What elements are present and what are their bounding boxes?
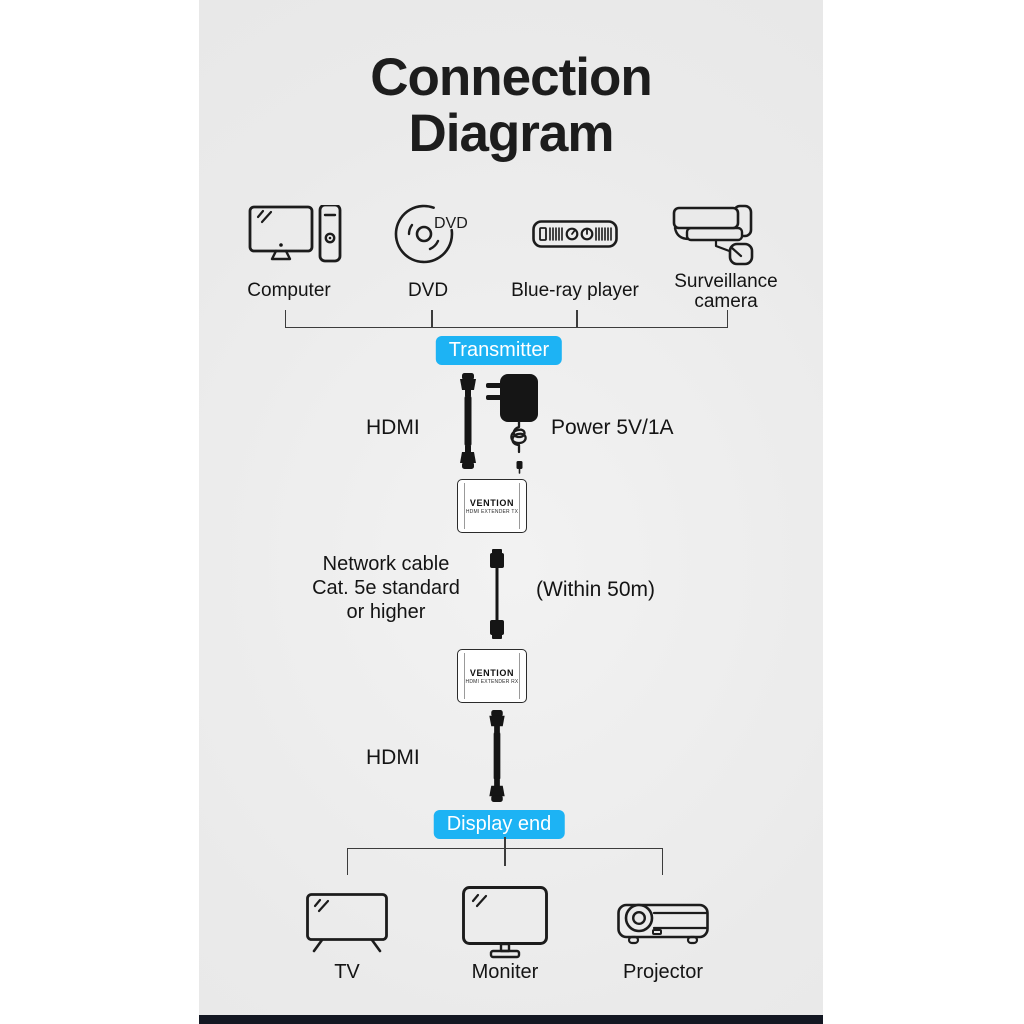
rx-brand-text: VENTION xyxy=(469,667,515,678)
monitor-label: Moniter xyxy=(471,961,539,983)
surveillance-camera-icon xyxy=(672,204,754,266)
sources-bracket xyxy=(285,310,728,328)
hdmi-cable-icon-bottom xyxy=(489,710,505,802)
network-cable-icon xyxy=(490,549,504,639)
hdmi-cable-icon xyxy=(460,373,476,469)
bluray-label: Blue-ray player xyxy=(511,280,639,301)
tv-icon xyxy=(306,893,388,953)
tx-brand-text: VENTION xyxy=(469,497,515,508)
rx-box-left-flange xyxy=(464,653,465,699)
network-cable-line1: Network cable xyxy=(322,553,450,575)
network-cable-label: Network cable Cat. 5e standard or higher xyxy=(312,552,460,624)
monitor-icon xyxy=(462,886,548,959)
projector-icon xyxy=(617,903,709,945)
tx-extender-box: VENTION HDMI EXTENDER TX xyxy=(457,479,527,533)
display-end-badge: Display end xyxy=(433,810,565,839)
dvd-disc-label: DVD xyxy=(434,215,468,232)
tx-model-text: HDMI EXTENDER TX xyxy=(465,508,519,515)
rx-box-right-flange xyxy=(519,653,520,699)
computer-label: Computer xyxy=(247,280,331,301)
sources-bracket-stub-bluray xyxy=(576,310,578,328)
dvd-icon: DVD xyxy=(394,204,468,264)
bluray-player-icon xyxy=(532,220,618,248)
rx-extender-box: VENTION HDMI EXTENDER RX xyxy=(457,649,527,703)
display-badge-connector xyxy=(504,837,506,848)
projector-label: Projector xyxy=(622,961,704,983)
power-label: Power 5V/1A xyxy=(551,416,674,439)
power-adapter-icon xyxy=(486,374,538,474)
hdmi-bottom-label: HDMI xyxy=(366,746,420,769)
rx-model-text: HDMI EXTENDER RX xyxy=(465,678,519,685)
dvd-label: DVD xyxy=(407,280,449,301)
surveillance-camera-label: Surveillance camera xyxy=(674,271,778,312)
hdmi-top-label: HDMI xyxy=(366,416,420,439)
tx-box-right-flange xyxy=(519,483,520,529)
network-cable-line3: or higher xyxy=(346,601,426,623)
network-cable-line2: Cat. 5e standard xyxy=(312,577,460,599)
tv-label: TV xyxy=(334,961,360,983)
tx-box-left-flange xyxy=(464,483,465,529)
bottom-section-edge xyxy=(199,1015,823,1024)
within-50m-label: (Within 50m) xyxy=(536,578,656,601)
displays-bracket-stub-center xyxy=(504,848,506,866)
transmitter-badge: Transmitter xyxy=(435,336,563,365)
page-title-line1: Connection xyxy=(370,48,652,107)
page-title-line2: Diagram xyxy=(408,104,614,163)
sources-bracket-stub-dvd xyxy=(431,310,433,328)
page-title: Connection Diagram xyxy=(199,50,823,162)
computer-icon xyxy=(248,205,342,263)
